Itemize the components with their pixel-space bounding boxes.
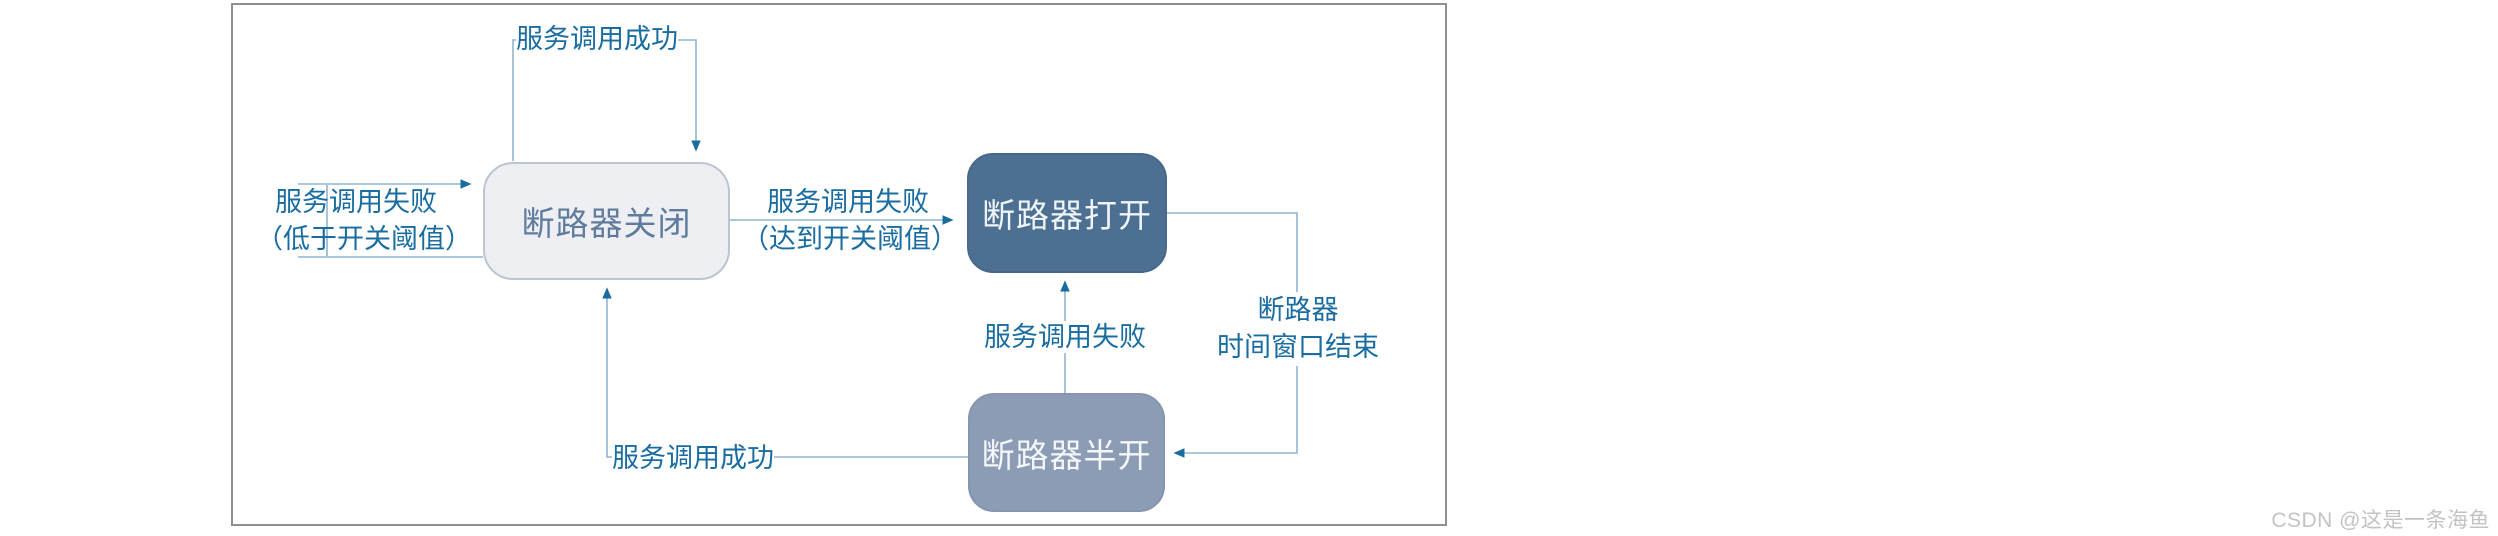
- csdn-watermark: CSDN @这是一条海鱼: [2271, 509, 2490, 532]
- state-label-half-open: 断路器半开: [981, 436, 1152, 474]
- edge-label-closed-to-open-line1: 服务调用失败: [767, 187, 929, 217]
- state-node-circuit-breaker-half-open: 断路器半开: [968, 393, 1165, 512]
- state-node-circuit-breaker-closed: 断路器关闭: [483, 162, 730, 280]
- edge-label-closed-to-open: 服务调用失败 （达到开关阈值）: [742, 184, 958, 258]
- edge-label-open-to-half-line1: 断路器: [1257, 295, 1339, 325]
- state-node-circuit-breaker-open: 断路器打开: [967, 153, 1167, 273]
- edge-label-closed-to-open-line2: （达到开关阈值）: [742, 224, 958, 254]
- edge-closed-self-success-path: [512, 39, 701, 161]
- state-label-closed: 断路器关闭: [521, 205, 692, 242]
- edge-half-to-closed-path: [602, 287, 968, 458]
- edge-label-open-to-half: 断路器 时间窗口结束: [1198, 292, 1398, 366]
- edge-label-closed-self-failure-line1: 服务调用失败: [275, 187, 437, 217]
- edge-label-half-to-open: 服务调用失败: [984, 321, 1146, 353]
- edge-label-half-to-closed: 服务调用成功: [612, 443, 774, 474]
- edge-label-open-to-half-line2: 时间窗口结束: [1217, 332, 1379, 362]
- edge-label-closed-self-failure-line2: （低于开关阈值）: [256, 224, 472, 254]
- edge-label-closed-self-failure: 服务调用失败 （低于开关阈值）: [256, 184, 472, 258]
- state-label-open: 断路器打开: [982, 197, 1152, 234]
- diagram-frame: [231, 3, 1447, 526]
- edge-label-closed-self-success: 服务调用成功: [516, 24, 678, 55]
